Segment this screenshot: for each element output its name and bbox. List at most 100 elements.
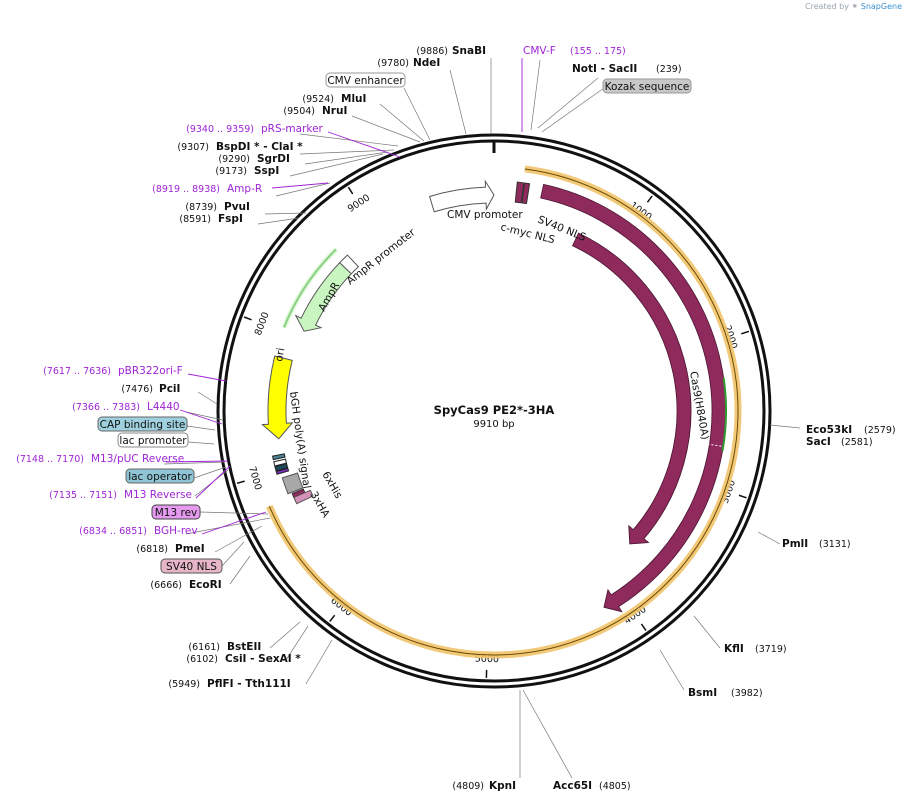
site-snabi[interactable]: SnaBI: [452, 45, 486, 57]
site-sgrdi[interactable]: SgrDI: [257, 153, 290, 165]
primer-pbr322ori-f[interactable]: pBR322ori-F: [118, 365, 183, 377]
leader-line: [185, 411, 224, 421]
cmv-enhancer-box: [325, 72, 406, 88]
site-pflfi-tth111i[interactable]: PflFI - Tth111I: [207, 678, 291, 690]
primer-leader: [165, 460, 229, 463]
leader-line: [186, 425, 216, 431]
site-sgrdi-pos: (9290): [218, 154, 250, 165]
feature-sv40-nls-box-label[interactable]: SV40 NLS: [166, 561, 217, 573]
feature-6xhis[interactable]: 6xHis: [319, 470, 344, 501]
primer-bgh-rev[interactable]: BGH-rev: [154, 525, 198, 537]
cmv-promoter-arrow: [428, 179, 495, 213]
primer-cmv-f-range: (155 .. 175): [570, 46, 626, 57]
site-csii-sexai[interactable]: CsiI - SexAI *: [225, 653, 301, 665]
plasmid-name: SpyCas9 PE2*-3HA: [434, 403, 555, 417]
feature-lac-promoter[interactable]: lac promoter: [119, 435, 187, 447]
primer-leader: [201, 511, 267, 535]
site-sspi[interactable]: SspI: [254, 165, 279, 177]
lac-operator-box: [125, 468, 195, 484]
leader-line: [757, 531, 781, 545]
site-acc65i[interactable]: Acc65I: [553, 780, 592, 792]
site-bspdi-clai[interactable]: BspDI * - ClaI *: [216, 141, 303, 153]
tick-label: 9000: [346, 192, 372, 214]
primer-l4440-range: (7366 .. 7383): [72, 402, 140, 413]
site-pmei[interactable]: PmeI: [175, 543, 205, 555]
snapgene-credit: Created by ⁕ SnapGene: [805, 2, 902, 11]
leader-line: [214, 525, 263, 553]
primer-prs-marker-range: (9340 .. 9359): [186, 124, 254, 135]
site-bsteii-pos: (6161): [188, 642, 220, 653]
site-ecori[interactable]: EcoRI: [189, 579, 222, 591]
site-pvui[interactable]: PvuI: [224, 201, 250, 213]
site-pcii[interactable]: PciI: [159, 383, 180, 395]
site-kpni[interactable]: KpnI: [489, 780, 516, 792]
tick-label: 8000: [253, 311, 272, 338]
primer-m13-reverse-range: (7135 .. 7151): [49, 490, 117, 501]
cas9-h840a-arrow: [540, 183, 727, 613]
feature-ampr-promoter[interactable]: AmpR promoter: [344, 226, 418, 287]
primer-bgh-rev-range: (6834 .. 6851): [79, 526, 147, 537]
leader-line: [275, 182, 331, 197]
feature-cap-binding-site[interactable]: CAP binding site: [100, 419, 186, 431]
site-nrui[interactable]: NruI: [322, 105, 347, 117]
site-fspi[interactable]: FspI: [218, 213, 243, 225]
feature-cmv-promoter[interactable]: CMV promoter: [447, 209, 523, 221]
site-ecori-pos: (6666): [150, 580, 182, 591]
tick-mark: [740, 330, 750, 335]
site-noti-pos: (239): [656, 64, 682, 75]
feature-lac-operator[interactable]: lac operator: [128, 471, 192, 483]
primer-cmv-f[interactable]: CMV-F: [523, 45, 556, 57]
orf-ring-right-line: [510, 168, 739, 655]
cap-block: [271, 453, 286, 461]
site-pvui-pos: (8739): [185, 202, 217, 213]
primer-leader: [327, 131, 401, 158]
primer-prs-marker[interactable]: pRS-marker: [261, 123, 324, 135]
site-eco53ki[interactable]: Eco53kI: [806, 424, 852, 436]
site-saci[interactable]: SacI: [806, 436, 831, 448]
feature-3xha[interactable]: 3xHA: [307, 490, 332, 521]
primer-l4440[interactable]: L4440: [147, 401, 180, 413]
cas9-divider: [707, 443, 726, 448]
primer-leader: [195, 465, 231, 499]
site-kfli[interactable]: KflI: [724, 643, 744, 655]
feature-m13-rev[interactable]: M13 rev: [155, 507, 198, 519]
feature-ori[interactable]: ori: [273, 347, 287, 363]
bgh-polya-block: [281, 472, 304, 495]
feature-cmv-enhancer[interactable]: CMV enhancer: [327, 75, 404, 87]
leader-line: [530, 59, 541, 131]
leader-line: [289, 153, 384, 177]
tick-mark: [236, 480, 245, 485]
leader-line: [403, 87, 431, 141]
orf-ring-bottom: [266, 504, 511, 659]
cap-binding-box: [97, 416, 188, 432]
leader-line: [304, 151, 389, 165]
primer-m13-reverse[interactable]: M13 Reverse: [124, 489, 192, 501]
leader-line: [449, 69, 467, 135]
site-kfli-pos: (3719): [755, 644, 787, 655]
ampr-arrow: [294, 261, 352, 332]
site-mlui[interactable]: MluI: [341, 93, 366, 105]
site-pmli[interactable]: PmlI: [782, 538, 808, 550]
c-myc-nls-block: [521, 182, 531, 205]
site-bsteii[interactable]: BstEII: [227, 641, 261, 653]
tick-mark: [347, 186, 354, 195]
site-pmei-pos: (6818): [136, 544, 168, 555]
leader-line: [163, 461, 226, 465]
site-kpni-pos: (4809): [452, 781, 484, 792]
primer-amp-r[interactable]: Amp-R: [227, 183, 262, 195]
site-ndei[interactable]: NdeI: [413, 57, 440, 69]
site-acc65i-pos: (4805): [599, 781, 631, 792]
site-bspdi-pos: (9307): [177, 142, 209, 153]
primer-m13-puc-reverse[interactable]: M13/pUC Reverse: [91, 453, 184, 465]
feature-cas9[interactable]: Cas9: [653, 386, 670, 416]
feature-group: [261, 165, 742, 659]
feature-kozak-sequence[interactable]: Kozak sequence: [605, 81, 690, 93]
leader-line: [193, 466, 227, 479]
leader-line: [257, 217, 300, 225]
site-bsmi[interactable]: BsmI: [688, 687, 717, 699]
tick-mark: [243, 316, 252, 321]
site-noti-sacii[interactable]: NotI - SacII: [572, 63, 637, 75]
site-ndei-pos: (9780): [377, 58, 409, 69]
tick-label: 7000: [246, 465, 263, 491]
